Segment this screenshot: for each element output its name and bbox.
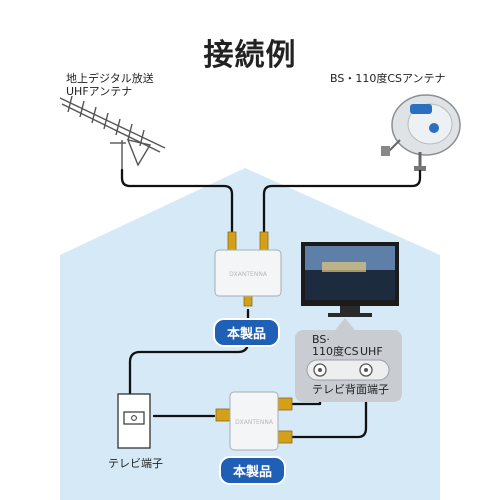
cable-uhf-out-to-tv xyxy=(288,376,368,439)
top-product-badge: 本製品 xyxy=(213,318,281,347)
uhf-antenna-icon xyxy=(59,95,166,170)
bs-antenna-label: BS・110度CSアンテナ xyxy=(330,72,446,85)
uhf-cable xyxy=(120,168,234,240)
wall-outlet-icon xyxy=(117,393,151,449)
uhf-antenna-label-line2: UHFアンテナ xyxy=(66,85,133,98)
tv-panel-bs-label: BS· 110度CS xyxy=(312,334,359,358)
wall-outlet-label: テレビ端子 xyxy=(108,457,163,470)
tv-icon xyxy=(301,242,399,317)
page-title: 接続例 xyxy=(203,38,297,73)
bs-dish-icon xyxy=(381,94,461,171)
top-product-icon: DXANTENNA xyxy=(214,231,282,307)
svg-text:DXANTENNA: DXANTENNA xyxy=(235,419,274,426)
tv-panel-bs-line1: BS· xyxy=(312,333,330,346)
tv-panel-uhf-label: UHF xyxy=(360,345,383,358)
tv-panel-caption: テレビ背面端子 xyxy=(312,383,389,396)
uhf-antenna-label: 地上デジタル放送 UHFアンテナ xyxy=(66,72,154,98)
bs-cable xyxy=(262,169,422,240)
uhf-antenna-label-line1: 地上デジタル放送 xyxy=(66,72,154,85)
tv-panel-callout xyxy=(295,318,402,402)
bottom-product-icon: DXANTENNA xyxy=(215,391,293,451)
bottom-product-badge: 本製品 xyxy=(219,456,287,485)
tv-panel-bs-line2: 110度CS xyxy=(312,345,359,358)
svg-text:DXANTENNA: DXANTENNA xyxy=(229,271,268,278)
